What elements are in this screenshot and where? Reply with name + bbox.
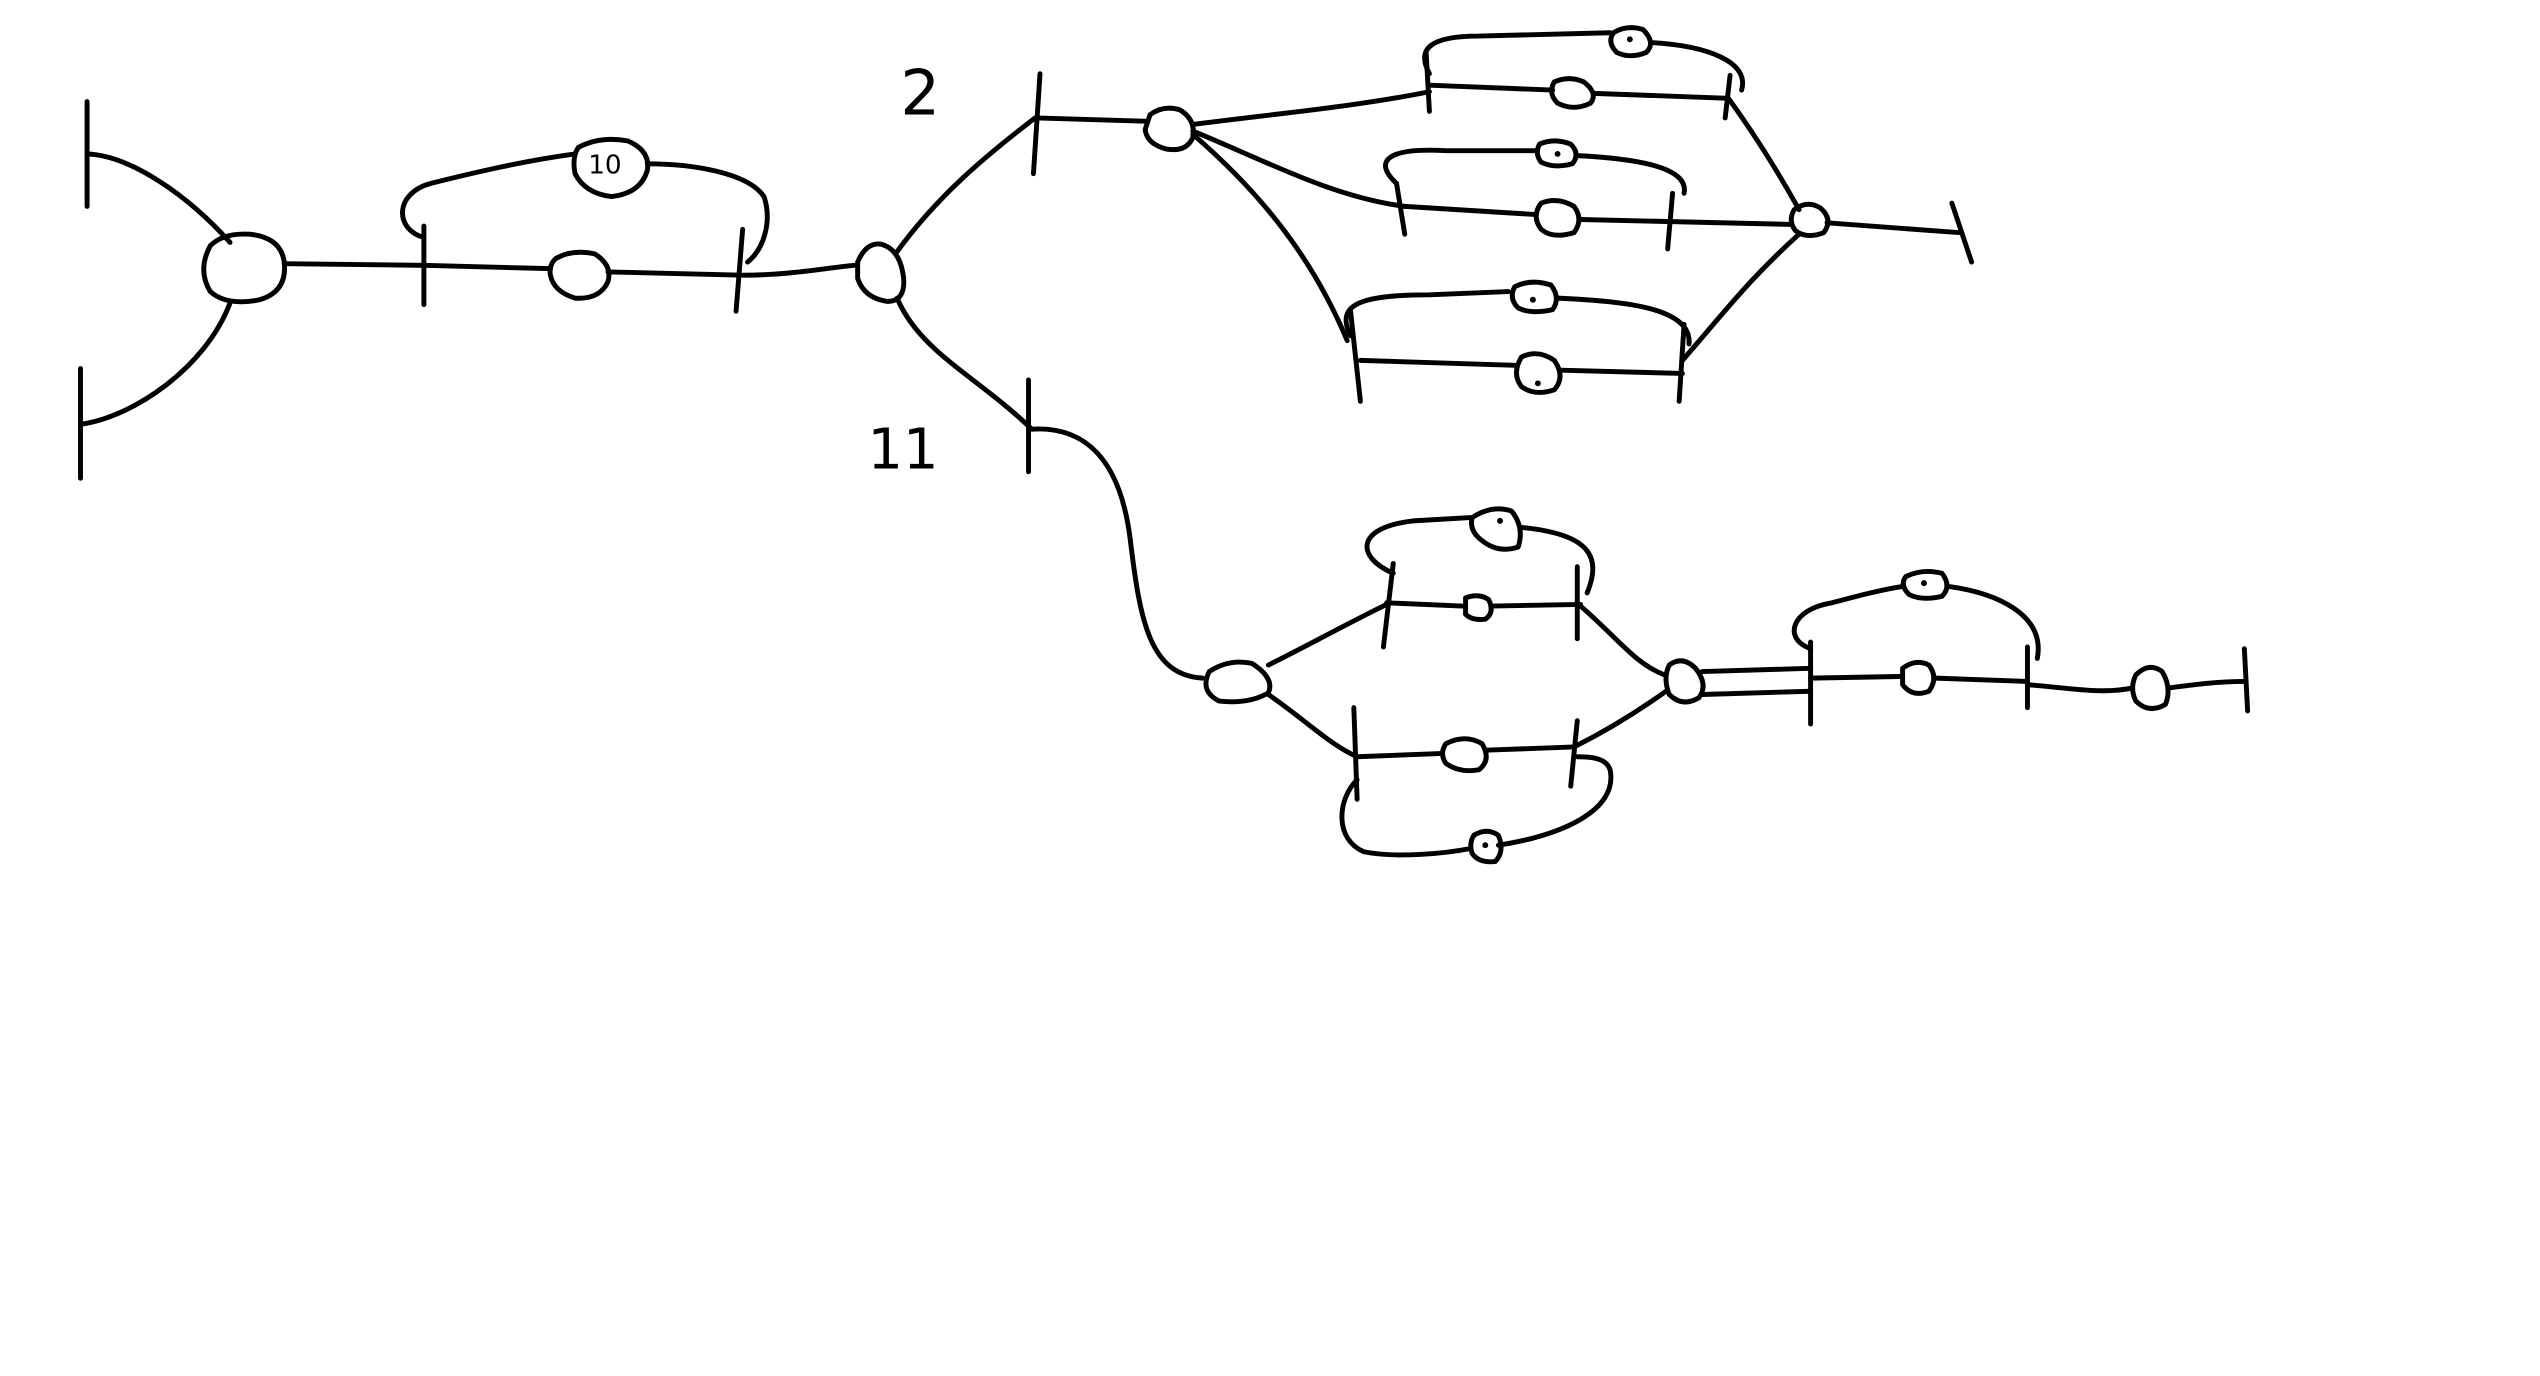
final-wire-left xyxy=(1808,674,1902,681)
edge-split-to-upper xyxy=(892,115,1038,257)
lb-upper-wire-right xyxy=(1489,601,1584,609)
tail-node xyxy=(2130,664,2171,711)
stage1-top-node xyxy=(571,136,651,200)
mid-block-loop xyxy=(1383,147,1687,196)
stage1-bottom-wire-left xyxy=(421,262,553,272)
top-block-wire xyxy=(1426,82,1556,93)
mid-block-wire xyxy=(1402,203,1539,218)
low-block-bar-left xyxy=(1348,308,1363,404)
edge-top-block-to-hub xyxy=(1725,95,1802,213)
edge-lower-hub-to-upper xyxy=(1265,600,1393,668)
stage1-bottom-wire-right xyxy=(605,262,857,278)
low-block-wire-right xyxy=(1558,367,1685,376)
mid-block-node-upper-dot xyxy=(1554,151,1561,157)
lower-branch xyxy=(894,295,2251,865)
low-block-wire xyxy=(1357,357,1518,368)
terminal-upper-right xyxy=(1949,200,1975,265)
low-block-loop xyxy=(1343,289,1692,347)
low-block-node-lower xyxy=(1514,351,1563,395)
edge-out-to-final-lower xyxy=(1699,688,1814,697)
lb-lower-wire-right xyxy=(1482,744,1577,753)
stage1-bar-right xyxy=(733,226,746,314)
lower-output-node xyxy=(1663,658,1706,705)
stage1-bottom-node xyxy=(547,249,612,301)
final-node-mid xyxy=(1900,659,1937,696)
upper-hub-node xyxy=(1142,105,1196,153)
final-wire-right xyxy=(1932,675,2030,684)
low-block-node-upper xyxy=(1509,279,1559,315)
edge-lb-lower-to-out xyxy=(1571,688,1669,750)
edge-terminal-top-to-junction xyxy=(84,151,233,245)
upper-output-node xyxy=(1788,201,1831,238)
low-block-bar-right xyxy=(1676,321,1687,404)
lb-upper-node-top xyxy=(1469,506,1523,552)
mid-block-node-upper xyxy=(1534,138,1579,169)
lb-upper-node-top-dot xyxy=(1497,517,1504,524)
top-block-node-upper-dot xyxy=(1626,36,1633,43)
low-block-node-upper-dot xyxy=(1529,296,1536,303)
edge-upper-to-hub xyxy=(1034,115,1148,124)
lb-lower-loop xyxy=(1339,754,1614,858)
edge-upper-output xyxy=(1824,220,1961,236)
junction-node-input xyxy=(201,231,288,305)
lb-lower-bar-left xyxy=(1351,705,1360,802)
edge-lower-down xyxy=(1029,426,1206,681)
mid-block-node-lower xyxy=(1533,198,1582,238)
stage1-top-loop xyxy=(400,151,770,265)
lb-lower-bar-right xyxy=(1568,718,1580,789)
terminal-lower-right xyxy=(2241,646,2251,714)
upper-bar-entry xyxy=(1030,71,1043,177)
edge-out-to-final xyxy=(1699,665,1814,675)
node-value-label: 10 xyxy=(588,151,621,181)
final-node-top xyxy=(1900,569,1950,601)
junction-node-split xyxy=(855,241,907,304)
edge-low-block-to-hub xyxy=(1679,231,1802,363)
edge-split-to-lower xyxy=(894,295,1035,432)
top-block-node-upper xyxy=(1608,25,1653,59)
edge-hub-to-low xyxy=(1190,131,1350,344)
lb-upper-node-small xyxy=(1463,593,1494,622)
edge-hub-to-mid xyxy=(1190,128,1408,209)
edge-final-to-tail xyxy=(2024,682,2136,694)
edge-input-to-stage1 xyxy=(281,261,429,268)
stage1-parallel: 10 xyxy=(400,136,907,314)
edge-tail-to-terminal xyxy=(2166,678,2247,691)
upper-branch xyxy=(892,25,1975,404)
edge-hub-to-top xyxy=(1190,89,1432,127)
branch-label-lower: 11 xyxy=(868,418,939,483)
top-block-wire-right xyxy=(1591,90,1731,101)
mid-block-wire-right xyxy=(1578,217,1794,227)
final-loop xyxy=(1791,583,2041,661)
mid-block-bar-left xyxy=(1394,180,1408,237)
lb-lower-node-bottom xyxy=(1468,828,1504,865)
top-block-node-lower xyxy=(1549,76,1596,110)
lb-lower-node-bottom-dot xyxy=(1482,842,1489,849)
final-node-top-dot xyxy=(1920,580,1927,587)
low-block-node-lower-dot xyxy=(1534,380,1541,387)
lower-hub-node xyxy=(1203,659,1273,705)
edge-terminal-bottom-to-junction xyxy=(78,300,233,427)
top-block-loop xyxy=(1422,30,1746,93)
lb-lower-node-mid xyxy=(1440,736,1489,774)
left-section xyxy=(78,99,429,481)
edge-lb-upper-to-out xyxy=(1578,603,1667,678)
branch-label-upper: 2 xyxy=(900,57,940,130)
edge-lower-hub-to-lower xyxy=(1265,692,1360,760)
lb-lower-wire-left xyxy=(1354,751,1446,760)
lb-upper-loop xyxy=(1364,515,1596,596)
lb-upper-wire-left xyxy=(1384,600,1465,609)
